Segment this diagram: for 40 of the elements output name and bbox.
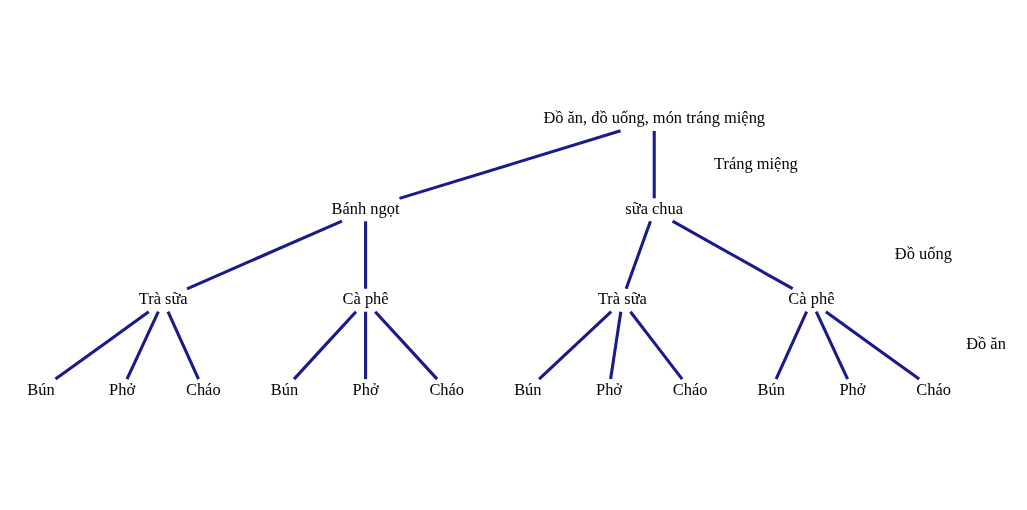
connector [671, 219, 794, 290]
connector [54, 310, 150, 381]
connector [609, 311, 623, 380]
connector [629, 310, 684, 381]
node-text: Phở [109, 379, 136, 399]
node-text: Cà phê [342, 289, 389, 309]
connector [538, 310, 613, 381]
node-text: Bánh ngọt [331, 198, 400, 218]
connector [825, 310, 921, 381]
label: Đồ uống [894, 243, 952, 263]
node-text: Cà phê [788, 289, 835, 309]
connector [125, 311, 160, 380]
node-text: Bún [27, 379, 55, 399]
connector [186, 219, 343, 291]
node-text: Cháo [916, 379, 951, 399]
node-text: Phở [596, 379, 623, 399]
node-text: Cháo [429, 379, 465, 399]
label: Tráng miệng [714, 153, 798, 173]
node-text: Trà sữa [138, 289, 188, 309]
label: Đồ ăn [966, 334, 1006, 354]
node-text: sữa chua [625, 198, 684, 218]
connector [774, 311, 809, 380]
connector [624, 220, 652, 290]
node-text: Bún [270, 379, 299, 399]
node-text: Cháo [185, 379, 221, 399]
node-text: Trà sữa [597, 289, 647, 309]
connector [652, 130, 656, 199]
connector [399, 129, 621, 200]
node-text: Bún [757, 379, 786, 399]
node-text: Cháo [672, 379, 708, 399]
connector [364, 221, 368, 289]
connector [292, 310, 358, 381]
node-text: Bún [514, 379, 542, 399]
node-text: Đồ ăn, đồ uống, món tráng miệng [543, 108, 766, 128]
connector [166, 311, 200, 380]
connector [374, 310, 439, 381]
node-text: Phở [352, 379, 379, 399]
connector [364, 311, 368, 380]
connector [814, 311, 849, 380]
node-text: Phở [839, 379, 866, 399]
